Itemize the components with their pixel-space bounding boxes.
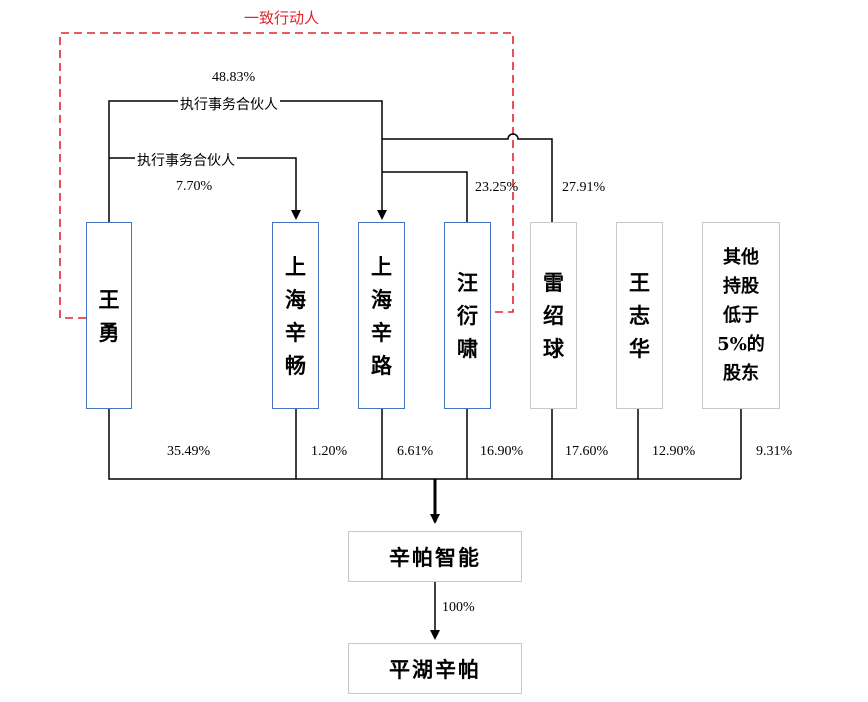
concert-party-line — [59, 32, 514, 319]
char: 华 — [629, 336, 650, 361]
shareholder-others: 其他持股低于 5%的股东 — [702, 222, 780, 409]
pct-xinchang-company: 1.20% — [311, 444, 348, 459]
shareholder-lei-shaoqiu: 雷绍球 — [530, 222, 577, 409]
char: 海 — [371, 286, 392, 312]
wangyanxiao-to-xinlu-line — [382, 171, 468, 222]
char: 王 — [98, 286, 120, 312]
partner-label-xinlu: 执行事务合伙人 — [178, 94, 280, 114]
shareholder-shanghai-xinchang: 上海辛畅 — [272, 222, 319, 409]
pct-wangyanxiao-company: 16.90% — [480, 444, 524, 459]
subsidiary-name: 平湖辛帕 — [389, 656, 481, 682]
shareholder-bus-line — [108, 408, 742, 480]
subsidiary-box: 平湖辛帕 — [348, 643, 522, 694]
char: 衍 — [457, 303, 478, 328]
company-box: 辛帕智能 — [348, 531, 522, 582]
char: 上 — [371, 253, 392, 279]
partner-label-xinchang: 执行事务合伙人 — [135, 150, 237, 170]
pct-subsidiary: 100% — [442, 600, 475, 615]
pct-wangyong-company: 35.49% — [167, 444, 211, 459]
char: 上 — [285, 253, 306, 279]
char: 汪 — [457, 270, 478, 295]
char: 勇 — [98, 319, 120, 345]
pct-lei-xinlu: 27.91% — [562, 180, 606, 195]
line: 股东 — [722, 363, 759, 384]
pct-wang-xinchang: 7.70% — [176, 179, 213, 194]
char: 王 — [629, 270, 650, 295]
pct-others-company: 9.31% — [756, 444, 793, 459]
pct-wangzhihua-company: 12.90% — [652, 444, 696, 459]
char: 辛 — [285, 319, 306, 345]
concert-party-label: 一致行动人 — [244, 9, 320, 27]
shareholder-wang-yong: 王勇 — [86, 222, 132, 409]
pct-xinlu-company: 6.61% — [397, 444, 434, 459]
char: 志 — [629, 303, 650, 328]
shareholder-shanghai-xinlu: 上海辛路 — [358, 222, 405, 409]
char: 辛 — [371, 319, 392, 345]
char: 雷 — [543, 270, 564, 295]
char: 球 — [543, 336, 564, 361]
shareholder-wang-yanxiao: 汪衍啸 — [444, 222, 491, 409]
pct-wang-xinlu: 48.83% — [212, 70, 256, 85]
char: 海 — [285, 286, 306, 312]
line: 持股 — [722, 276, 759, 297]
char: 绍 — [543, 303, 564, 328]
char: 路 — [371, 352, 392, 378]
line: 低于 — [722, 305, 759, 326]
company-name: 辛帕智能 — [389, 544, 481, 570]
char: 啸 — [457, 336, 478, 361]
line: 5%的 — [717, 334, 765, 355]
pct-lei-company: 17.60% — [565, 444, 609, 459]
shareholder-wang-zhihua: 王志华 — [616, 222, 663, 409]
char: 畅 — [285, 352, 306, 378]
lei-to-xinlu-line — [382, 133, 553, 222]
pct-wangyanxiao-xinlu: 23.25% — [475, 180, 519, 195]
line: 其他 — [722, 247, 759, 268]
